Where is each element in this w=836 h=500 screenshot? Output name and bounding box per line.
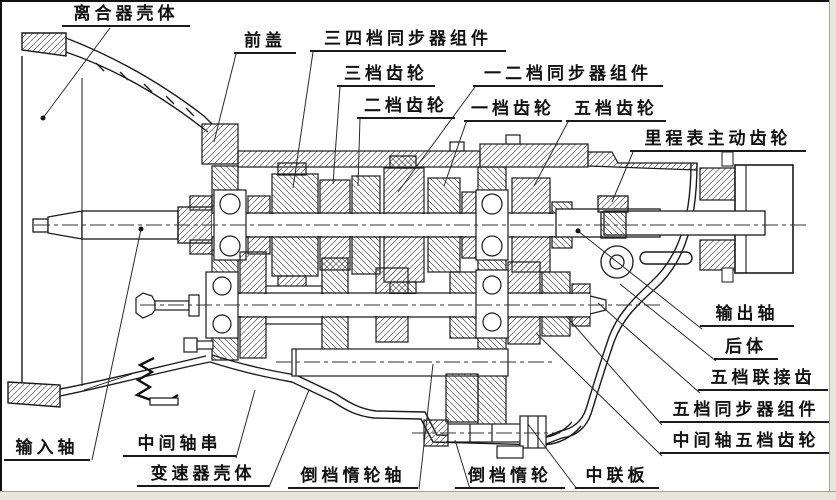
label-countershaft-gear-5: 中间轴五档齿轮 — [660, 431, 832, 454]
label-synchronizer-1-2: 一二档同步器组件 — [473, 64, 663, 87]
leader-front-cover — [213, 53, 237, 143]
leader-odometer-drive-gear — [611, 151, 634, 203]
label-reverse-idler-gear: 倒档惰轮 — [455, 466, 565, 489]
rear-housing-section — [544, 151, 736, 445]
leader-rear-housing — [619, 283, 717, 362]
label-odometer-drive-gear: 里程表主动齿轮 — [630, 129, 806, 152]
leader-center-plate — [527, 423, 578, 490]
leader-gear-2 — [357, 117, 361, 187]
leader-synchronizer-5 — [565, 315, 663, 426]
label-output-shaft: 输出轴 — [700, 304, 794, 327]
frame-left-edge — [0, 0, 2, 492]
counter-rear-bearing — [475, 269, 509, 339]
clutch-boot — [134, 356, 179, 406]
label-gear-3: 三档齿轮 — [337, 64, 435, 87]
leader-countershaft — [235, 389, 256, 459]
frame-top-edge — [0, 0, 830, 2]
leader-lines — [40, 27, 717, 490]
label-rear-housing: 后体 — [714, 337, 778, 360]
leader-gear-3 — [332, 86, 341, 185]
leader-synchronizer-3-4 — [292, 51, 314, 189]
leader-transmission-housing — [268, 389, 310, 488]
frame-bottom-edge — [0, 491, 836, 500]
clutch-housing-section — [7, 32, 213, 408]
leader-clutch-housing — [42, 27, 111, 119]
label-synchronizer-5: 五档同步器组件 — [660, 400, 832, 423]
leader-gear-5-coupling-teeth — [597, 302, 701, 394]
oil-pan-section — [209, 354, 582, 446]
reverse-idler-section — [291, 348, 547, 459]
label-gear-2: 二档齿轮 — [357, 96, 455, 119]
label-countershaft: 中间轴串 — [123, 434, 236, 457]
leader-gear-5 — [533, 119, 570, 187]
label-reverse-idler-shaft: 倒档惰轮轴 — [288, 466, 418, 489]
label-gear-5: 五档齿轮 — [566, 99, 666, 122]
label-gear-5-coupling-teeth: 五档联接齿 — [698, 368, 828, 391]
frame-right-edge — [829, 0, 836, 500]
output-shaft-section — [555, 195, 766, 279]
label-center-plate: 中联板 — [575, 466, 659, 489]
main-front-bearing — [213, 189, 247, 261]
leader-synchronizer-1-2 — [397, 86, 476, 193]
label-clutch-housing: 离合器壳体 — [62, 4, 190, 27]
label-gear-1: 一档齿轮 — [464, 99, 562, 122]
leader-gear-1 — [443, 119, 468, 187]
leader-output-shaft — [577, 230, 703, 330]
label-front-cover: 前盖 — [234, 31, 296, 54]
label-transmission-housing: 变速器壳体 — [137, 464, 269, 487]
leader-countershaft-gear-5 — [535, 332, 663, 457]
leader-reverse-idler-gear — [454, 439, 471, 490]
label-input-shaft: 输入轴 — [4, 438, 90, 461]
leader-reverse-idler-shaft — [418, 363, 434, 490]
label-synchronizer-3-4: 三四档同步器组件 — [310, 29, 506, 52]
leader-input-shaft — [91, 228, 142, 461]
